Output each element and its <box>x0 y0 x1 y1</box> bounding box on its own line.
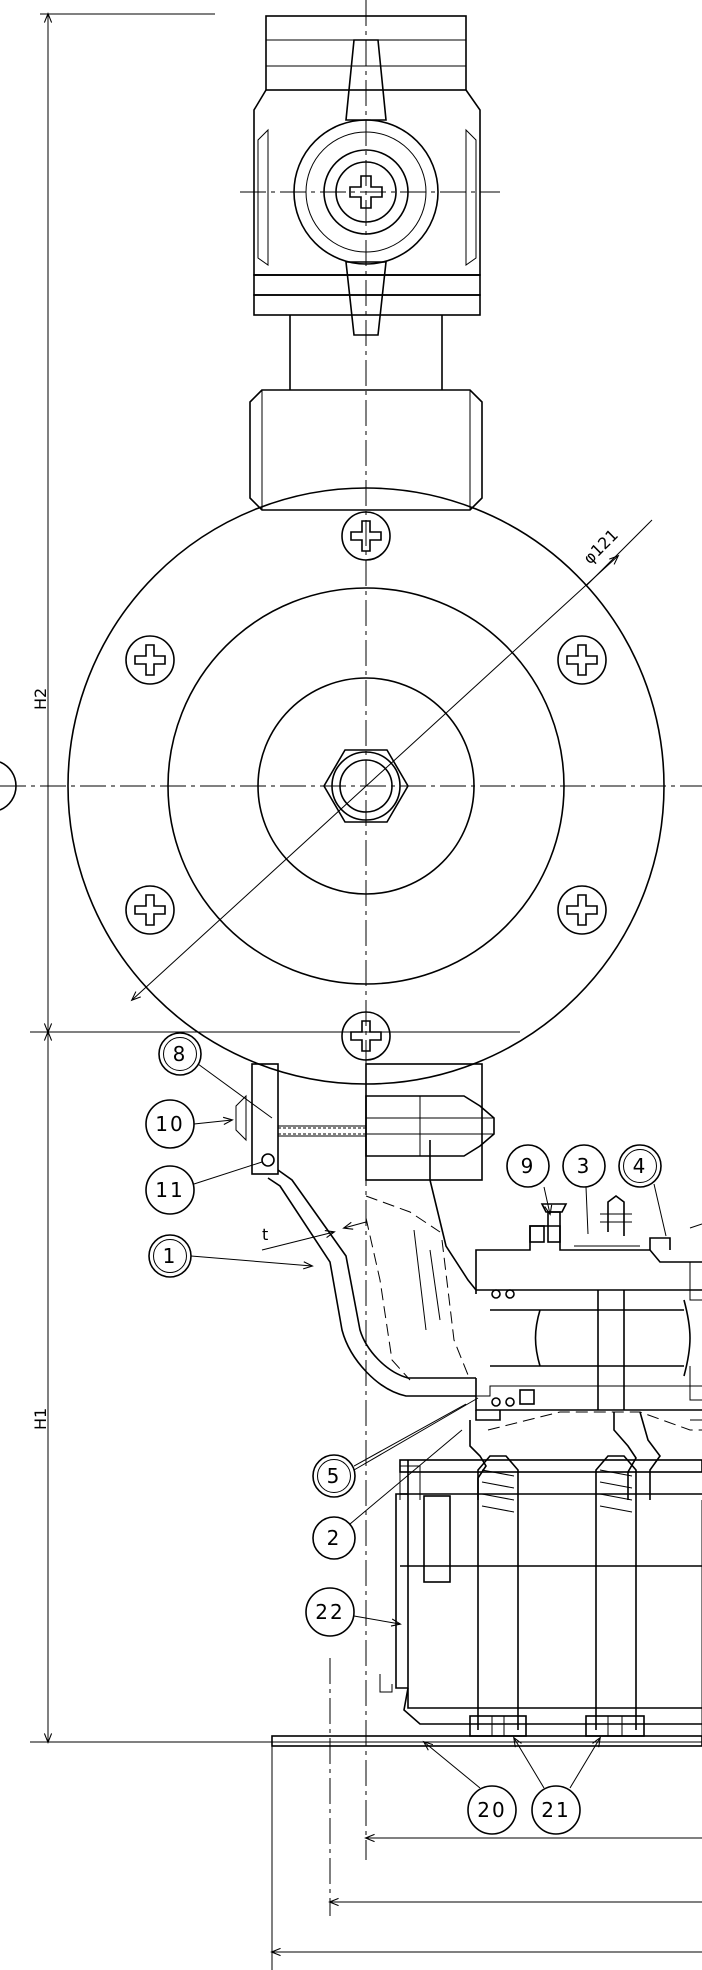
balloon-22: 22 <box>305 1587 402 1637</box>
balloon-1-label: 1 <box>163 1244 178 1268</box>
screw-icon <box>557 885 607 935</box>
balloon-1: 1 <box>148 1234 314 1278</box>
balloon-10-label: 10 <box>155 1112 184 1136</box>
balloon-22-label: 22 <box>315 1600 344 1624</box>
hex-coupling <box>249 389 483 511</box>
elbow-body <box>267 1140 477 1397</box>
dimension-h2-label: H2 <box>31 688 50 710</box>
balloon-2: 2 <box>312 1429 463 1560</box>
balloon-9: 9 <box>506 1144 553 1216</box>
balloon-8: 8 <box>158 1032 273 1119</box>
screw-icon <box>125 885 175 935</box>
ball-valve <box>240 15 500 336</box>
balloon-11-label: 11 <box>155 1178 184 1202</box>
bottom-dimensions <box>270 1658 702 1970</box>
dimension-h2: H2 <box>31 12 215 1034</box>
balloon-20: 20 <box>422 1740 517 1835</box>
balloon-5: 5 <box>312 1397 479 1498</box>
balloon-9-label: 9 <box>521 1154 536 1178</box>
thickness-dimension: t <box>261 1221 367 1251</box>
flange: φ121 <box>67 487 665 1085</box>
balloon-8-label: 8 <box>173 1042 188 1066</box>
balloon-20-label: 20 <box>477 1798 506 1822</box>
balloon-3: 3 <box>562 1144 606 1235</box>
balloon-4-label: 4 <box>633 1154 648 1178</box>
balloon-21: 21 <box>513 1736 601 1835</box>
screw-icon <box>125 635 175 685</box>
balloon-3-label: 3 <box>577 1154 592 1178</box>
dimension-h1: H1 <box>30 1030 520 1744</box>
screw-icon <box>557 635 607 685</box>
balloon-21-label: 21 <box>541 1798 570 1822</box>
balloon-5-label: 5 <box>327 1464 342 1488</box>
union-nut <box>235 1063 495 1181</box>
balloon-10: 10 <box>145 1099 234 1149</box>
balloon-4: 4 <box>618 1144 667 1237</box>
dimension-h1-label: H1 <box>31 1408 50 1430</box>
nipple <box>289 315 443 390</box>
thickness-label: t <box>262 1225 268 1244</box>
base-plate <box>271 1455 702 1747</box>
balloon-2-label: 2 <box>327 1526 342 1550</box>
balloon-11: 11 <box>145 1161 263 1215</box>
diameter-label: φ121 <box>579 525 621 567</box>
valve-body <box>469 1195 702 1500</box>
